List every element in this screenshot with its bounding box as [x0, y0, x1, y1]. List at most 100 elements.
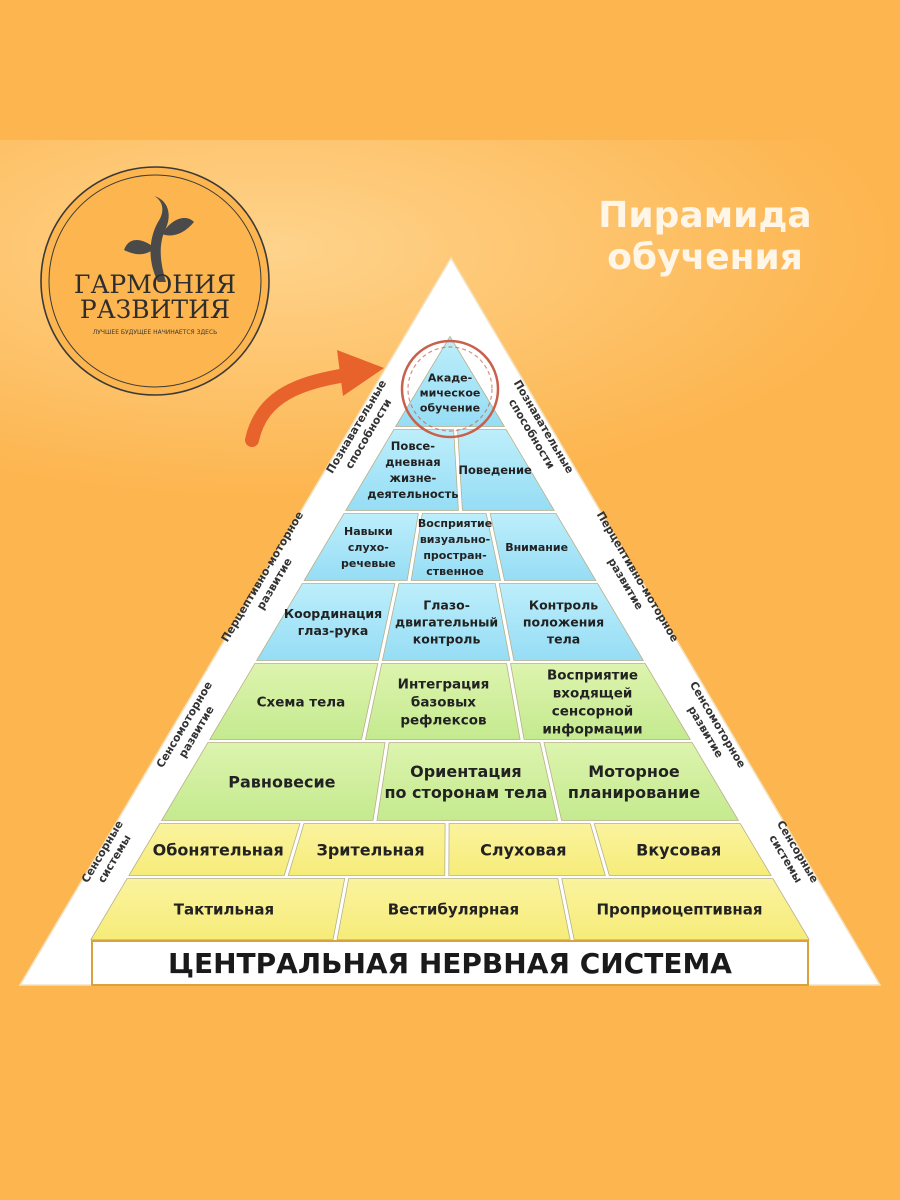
- level-6: Навыки слухо-речевые Восприятие визуально-п…: [303, 513, 597, 581]
- pyramid-cell-shape: [287, 823, 446, 876]
- pyramid-cell-label: Навыки слухо-речевые: [341, 525, 396, 570]
- pyramid-cell-shape: [303, 513, 419, 581]
- pyramid-cell-label: Глазо-двигательный контроль: [395, 598, 498, 647]
- level-5: Координация глаз-рука Глазо-двигательный ко…: [255, 583, 645, 661]
- pyramid-cell-line: Моторное: [588, 762, 680, 781]
- pyramid-cell-line: дневная: [385, 455, 440, 469]
- pyramid-cell-line: деятельность: [367, 487, 458, 501]
- pyramid-cell-line: Зрительная: [316, 840, 424, 859]
- pyramid-cell-line: мическое: [420, 386, 481, 399]
- pyramid-cell-line: двигательный: [395, 615, 498, 630]
- level-4: Схема тела Интеграция базовых рефлексов Восп…: [209, 663, 691, 740]
- pyramid-cell-label: Интеграция базовых рефлексов: [398, 676, 490, 728]
- pyramid-cell-shape: [561, 878, 810, 940]
- pyramid-cell-shape: [345, 429, 459, 511]
- pyramid-cell-shape: [336, 878, 571, 940]
- pyramid-cell-line: Схема тела: [257, 694, 346, 710]
- pyramid-cell-label: Поведение: [458, 463, 532, 477]
- title-line-2: обучения: [607, 237, 803, 278]
- pyramid-cell-line: базовых: [411, 694, 476, 710]
- base-label: ЦЕНТРАЛЬНАЯ НЕРВНАЯ СИСТЕМА: [168, 947, 732, 980]
- pyramid-cell-line: слухо-: [348, 541, 389, 554]
- pyramid-cell-label: Проприоцептивная: [596, 900, 762, 918]
- pyramid-cell-label: Акаде-мическое обучение: [420, 371, 481, 414]
- pyramid-cell-line: Вкусовая: [636, 840, 721, 859]
- pyramid-cell-line: Поведение: [458, 463, 532, 477]
- pyramid-cell-label: Ориентация по сторонам тела: [384, 762, 547, 802]
- pyramid-cell-label: Схема тела: [257, 694, 346, 710]
- pyramid-cell-shape: [510, 663, 691, 740]
- pyramid-cell-label: Вестибулярная: [388, 900, 519, 918]
- pyramid-cell-shape: [448, 823, 606, 876]
- pyramid-cell-line: визуально-: [420, 533, 490, 546]
- arrow-icon: [245, 350, 384, 447]
- pyramid-cell-label: Восприятие визуально-простран-ственное: [418, 517, 492, 578]
- title-line-1: Пирамида: [598, 195, 812, 236]
- pyramid-cell-line: информации: [542, 721, 642, 737]
- level-2: Обонятельная Зрительная Слуховая Вкусовая: [128, 823, 772, 876]
- page-title: Пирамида обучения: [560, 195, 850, 279]
- pyramid-cell-line: Восприятие: [547, 667, 638, 683]
- pyramid-cell-shape: [128, 823, 301, 876]
- pyramid-cell-line: Восприятие: [418, 517, 492, 530]
- pyramid-cell-line: рефлексов: [400, 712, 486, 728]
- pyramid-cell-line: Обонятельная: [153, 840, 284, 859]
- pyramid-cell-line: Проприоцептивная: [596, 900, 762, 918]
- pyramid-cell-line: планирование: [568, 783, 700, 802]
- pyramid-cell-label: Координация глаз-рука: [284, 606, 382, 638]
- pyramid-cell-line: Контроль: [529, 598, 598, 613]
- pyramid-cell-label: Внимание: [505, 541, 568, 554]
- pyramid-cell-line: сенсорной: [552, 703, 634, 719]
- pyramid-cell-line: Навыки: [344, 525, 393, 538]
- pyramid-cell-shape: [255, 583, 396, 661]
- pyramid-cell-label: Моторное планирование: [568, 762, 700, 802]
- pyramid-cell-line: ственное: [426, 565, 484, 578]
- pyramid-cell-shape: [543, 742, 740, 821]
- pyramid-cell-label: Равновесие: [228, 772, 335, 791]
- pyramid-cell-shape: [457, 429, 555, 511]
- logo: ГАРМОНИЯ РАЗВИТИЯ ЛУЧШЕЕ БУДУЩЕЕ НАЧИНАЕ…: [40, 166, 270, 396]
- pyramid-cell-label: Слуховая: [480, 840, 566, 859]
- pyramid-cell-shape: [376, 742, 559, 821]
- pyramid-cell-line: Интеграция: [398, 676, 490, 692]
- pyramid-cell-shape: [593, 823, 772, 876]
- pyramid-cell-label: Повсе-дневная жизне-деятельность: [367, 439, 458, 501]
- pyramid-cell-shape: [394, 335, 506, 427]
- pyramid-cell-line: по сторонам тела: [384, 783, 547, 802]
- logo-tagline: ЛУЧШЕЕ БУДУЩЕЕ НАЧИНАЕТСЯ ЗДЕСЬ: [93, 329, 218, 336]
- pyramid-cell-line: обучение: [420, 401, 480, 414]
- pyramid-cell-line: речевые: [341, 557, 396, 570]
- level-1: Тактильная Вестибулярная Проприоцептивная: [90, 878, 810, 940]
- pyramid-cell-line: простран-: [423, 549, 486, 562]
- pyramid-cell-line: входящей: [553, 685, 633, 701]
- pyramid-cell-line: Внимание: [505, 541, 568, 554]
- pyramid-cell-line: Акаде-: [428, 371, 472, 384]
- pyramid-cell-label: Восприятие входящей сенсорной информации: [542, 667, 642, 737]
- pyramid-cell-label: Обонятельная: [153, 840, 284, 859]
- pyramid-cell-line: жизне-: [390, 471, 437, 485]
- pyramid-cell-shape: [381, 583, 511, 661]
- logo-line-1: ГАРМОНИЯ: [74, 270, 236, 299]
- level-3: Равновесие Ориентация по сторонам тела Мото…: [160, 742, 740, 821]
- pyramid-cell-shape: [498, 583, 645, 661]
- pyramid-cell-line: положения: [523, 615, 604, 630]
- pyramid-cell-line: Ориентация: [410, 762, 522, 781]
- pyramid-cell-shape: [160, 742, 386, 821]
- pyramid-cell-shape: [489, 513, 597, 581]
- pyramid-cell-label: Вкусовая: [636, 840, 721, 859]
- pyramid-cell-shape: [364, 663, 521, 740]
- pyramid-cell-line: Тактильная: [174, 900, 274, 918]
- pyramid-cell-line: глаз-рука: [298, 623, 369, 638]
- pyramid-cell-line: Повсе-: [391, 439, 435, 453]
- pyramid-cell-line: Глазо-: [423, 598, 470, 613]
- base-band: ЦЕНТРАЛЬНАЯ НЕРВНАЯ СИСТЕМА: [91, 940, 809, 986]
- pyramid-cell-line: контроль: [413, 632, 481, 647]
- pyramid-cell-line: Слуховая: [480, 840, 566, 859]
- pyramid-cell-shape: [209, 663, 379, 740]
- pyramid-cell-label: Тактильная: [174, 900, 274, 918]
- pyramid-cell-line: Координация: [284, 606, 382, 621]
